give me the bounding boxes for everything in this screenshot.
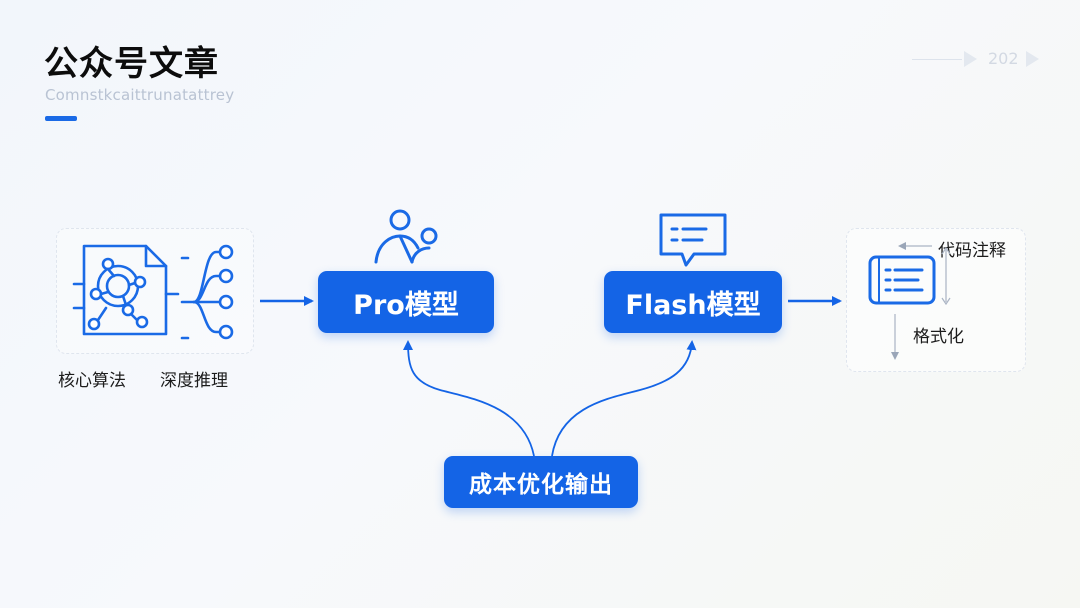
page-next-arrow-icon [1026, 51, 1039, 67]
page-title: 公众号文章 [44, 44, 219, 84]
curve-cost-to-flash [551, 340, 697, 457]
curve-cost-to-pro [403, 340, 535, 457]
left-label-core-algorithm: 核心算法 [58, 371, 126, 391]
page-number: 202 [988, 49, 1019, 68]
flash-model-node[interactable]: Flash模型 [604, 271, 782, 333]
cost-optimized-output-node[interactable]: 成本优化输出 [444, 456, 638, 508]
page-prev-arrow-icon [964, 51, 977, 67]
chat-bubble-icon [659, 213, 727, 267]
network-doc-icon [72, 244, 180, 336]
document-lines-icon [868, 255, 936, 305]
right-label-code-comments: 代码注释 [938, 241, 1006, 261]
page-indicator-line [912, 59, 962, 60]
page-subtitle: Comnstkcaittrunatattrey [45, 86, 235, 104]
pro-model-node[interactable]: Pro模型 [318, 271, 494, 333]
users-icon [374, 209, 438, 264]
left-label-deep-reasoning: 深度推理 [160, 371, 228, 391]
right-label-formatting: 格式化 [913, 327, 964, 347]
branch-icon [180, 244, 234, 340]
title-accent-bar [45, 116, 77, 121]
output-card [846, 228, 1026, 372]
page-indicator: 202 [908, 48, 1048, 70]
